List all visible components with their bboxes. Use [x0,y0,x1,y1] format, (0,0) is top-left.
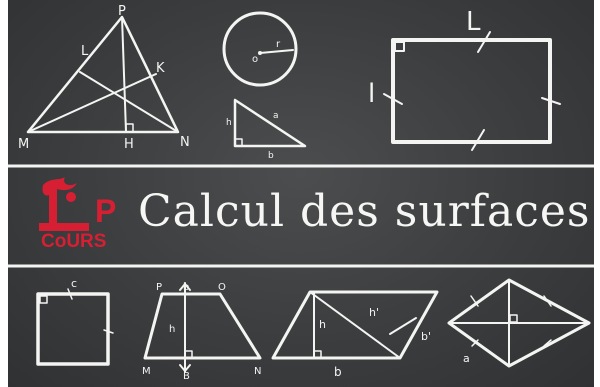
rectangle-label-width: l [368,79,375,109]
trapezoid-label-b-bottom: B [183,371,190,382]
triangle-label-n: N [180,135,190,150]
rhombus-label-a: a [463,352,470,365]
trapezoid-label-h: h [169,324,175,335]
rectangle-shape: L l [368,7,561,151]
site-logo: P CoURS [35,175,125,257]
page-title: Calcul des surfaces [138,186,591,237]
circle-label-r: r [276,39,281,50]
parallelogram-label-b: b [334,365,342,379]
triangle-label-m: M [18,137,29,152]
parallelogram-shape: h h' b' b [271,290,439,379]
rhombus-shape: a [447,278,591,368]
chalk-drawings: P L K M H N o r h a b [8,4,594,382]
triangle-label-h: H [124,137,134,152]
circle-label-o: o [252,54,258,65]
square-label-c: c [71,277,77,290]
square-shape: c [36,277,114,366]
circle-shape: o r [222,11,298,87]
trapezoid-label-n: N [254,366,261,377]
parallelogram-label-h-prime: h' [369,306,379,319]
trapezoid-label-b-top: b [183,282,189,293]
logo-figure-icon [39,177,89,231]
chalkboard: P L K M H N o r h a b [8,0,594,387]
right-triangle-label-h: h [226,118,232,128]
right-triangle-label-b: b [268,151,274,161]
triangle-label-l: L [81,44,89,59]
trapezoid-shape: P b O h M B N [142,282,262,382]
trapezoid-label-m: M [142,366,151,377]
parallelogram-label-h: h [319,318,326,331]
right-triangle-shape: h a b [226,98,307,161]
parallelogram-label-b-prime: b' [421,330,431,343]
logo-word: CoURS [41,231,107,252]
triangle-with-altitudes: P L K M H N [18,4,190,152]
triangle-label-p: P [118,4,126,19]
trapezoid-label-p: P [156,282,162,293]
trapezoid-label-o: O [218,282,226,293]
triangle-label-k: K [156,61,165,76]
logo-letter: P [95,193,117,229]
right-triangle-label-a: a [273,111,279,121]
rectangle-label-length: L [466,7,481,37]
